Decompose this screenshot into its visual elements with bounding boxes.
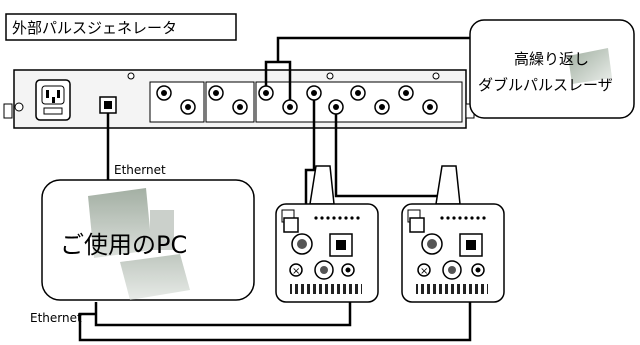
laser-trigger-cable <box>264 36 470 100</box>
laser-box: 高繰り返し ダブルパルスレーザ <box>469 19 635 119</box>
computer-icon <box>88 188 190 300</box>
ethernet-cable-camera <box>78 256 472 342</box>
bnc-connector <box>258 85 274 101</box>
camera-2: × <box>401 165 505 303</box>
ethernet-port <box>99 96 117 114</box>
ethernet-label-bottom: Ethernet <box>30 311 82 325</box>
bnc-connector <box>180 99 196 115</box>
pulse-generator-label: 外部パルスジェネレータ <box>12 19 177 37</box>
pulse-generator-label-box: 外部パルスジェネレータ <box>5 13 237 41</box>
bnc-connector <box>328 99 344 115</box>
pc-box: ご使用のPC <box>41 179 255 301</box>
laser-label-line1: 高繰り返し <box>514 50 589 68</box>
bnc-connector <box>156 85 172 101</box>
bnc-connector <box>374 99 390 115</box>
bnc-connector <box>398 85 414 101</box>
bnc-connector <box>350 85 366 101</box>
power-inlet <box>35 79 71 121</box>
pc-label: ご使用のPC <box>60 231 187 259</box>
svg-text:×: × <box>292 266 300 277</box>
bnc-connector <box>282 99 298 115</box>
bnc-connector <box>208 85 224 101</box>
svg-text:×: × <box>420 266 428 277</box>
pulse-generator-unit <box>3 69 475 129</box>
camera-1: × <box>275 165 379 303</box>
bnc-connector <box>422 99 438 115</box>
laser-icon <box>568 48 612 84</box>
bnc-connector <box>232 99 248 115</box>
ethernet-label-top: Ethernet <box>114 163 166 177</box>
bnc-connector <box>306 85 322 101</box>
laser-label-line2: ダブルパルスレーザ <box>478 76 613 94</box>
